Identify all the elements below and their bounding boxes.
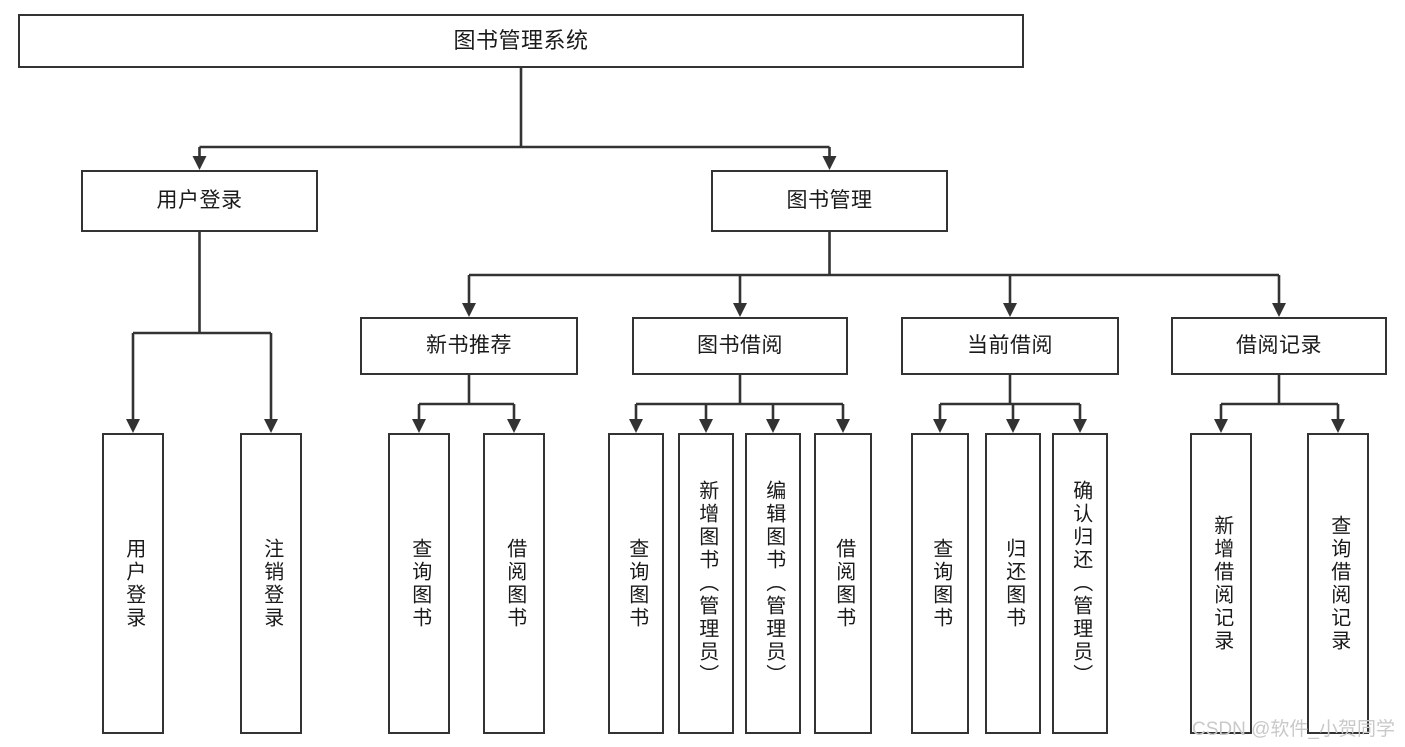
leaf-borrow-book-1-label: 借阅图书 [503,537,526,630]
leaf-query-book-1[interactable]: 查询图书 [388,433,450,734]
leaf-query-book-3[interactable]: 查询图书 [911,433,969,734]
leaf-add-borrow-record[interactable]: 新增借阅记录 [1190,433,1252,734]
leaf-return-book[interactable]: 归还图书 [985,433,1041,734]
node-new-book-recommend-label: 新书推荐 [426,333,512,357]
node-book-borrow[interactable]: 图书借阅 [632,317,848,375]
leaf-borrow-book-2-label: 借阅图书 [832,537,855,630]
leaf-query-book-1-label: 查询图书 [408,537,431,630]
leaf-logout[interactable]: 注销登录 [240,433,302,734]
node-book-borrow-label: 图书借阅 [697,333,783,357]
leaf-borrow-book-2[interactable]: 借阅图书 [814,433,872,734]
node-root-label: 图书管理系统 [453,28,589,54]
leaf-query-borrow-record-label: 查询借阅记录 [1327,514,1350,653]
leaf-add-book[interactable]: 新增图书（管理员） [678,433,734,734]
leaf-borrow-book-1[interactable]: 借阅图书 [483,433,545,734]
leaf-confirm-return[interactable]: 确认归还（管理员） [1052,433,1108,734]
leaf-user-login[interactable]: 用户登录 [102,433,164,734]
leaf-query-book-2-label: 查询图书 [625,537,648,630]
leaf-query-borrow-record[interactable]: 查询借阅记录 [1307,433,1369,734]
node-current-borrow-label: 当前借阅 [967,333,1053,357]
node-borrow-record-label: 借阅记录 [1236,333,1322,357]
node-book-manage[interactable]: 图书管理 [711,170,948,232]
node-user-login-label: 用户登录 [156,188,243,212]
node-new-book-recommend[interactable]: 新书推荐 [360,317,578,375]
leaf-confirm-return-label: 确认归还（管理员） [1069,480,1092,687]
node-book-manage-label: 图书管理 [786,188,873,212]
csdn-watermark: CSDN @软件_小贺同学 [1192,719,1395,740]
leaf-user-login-label: 用户登录 [122,537,145,630]
node-root[interactable]: 图书管理系统 [18,14,1024,68]
node-user-login[interactable]: 用户登录 [81,170,318,232]
leaf-return-book-label: 归还图书 [1002,537,1025,630]
leaf-query-book-2[interactable]: 查询图书 [608,433,664,734]
leaf-edit-book[interactable]: 编辑图书（管理员） [745,433,801,734]
node-current-borrow[interactable]: 当前借阅 [901,317,1119,375]
leaf-edit-book-label: 编辑图书（管理员） [762,480,785,687]
node-borrow-record[interactable]: 借阅记录 [1171,317,1387,375]
leaf-logout-label: 注销登录 [260,537,283,630]
leaf-add-borrow-record-label: 新增借阅记录 [1210,514,1233,653]
leaf-add-book-label: 新增图书（管理员） [695,480,718,687]
leaf-query-book-3-label: 查询图书 [929,537,952,630]
